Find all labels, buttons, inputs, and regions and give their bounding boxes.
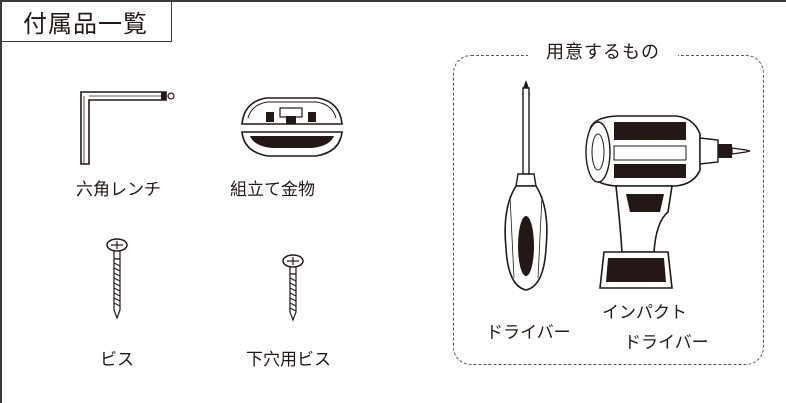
pilot-screw-illustration bbox=[282, 254, 304, 322]
screw-label: ビス bbox=[100, 350, 134, 370]
impact-driver-label-line1: インパクト bbox=[602, 303, 687, 323]
screwdriver-illustration bbox=[504, 80, 548, 291]
bracket-label: 組立て金物 bbox=[230, 180, 315, 200]
screw-illustration bbox=[106, 238, 128, 320]
screwdriver-label: ドライバー bbox=[486, 323, 571, 343]
page-title: 付属品一覧 bbox=[23, 10, 148, 38]
frame-left-border bbox=[0, 0, 2, 403]
bracket-illustration bbox=[241, 97, 343, 157]
frame-top-border bbox=[0, 0, 786, 2]
title-box: 付属品一覧 bbox=[0, 0, 172, 42]
hex-wrench-label: 六角レンチ bbox=[76, 180, 161, 200]
impact-driver-illustration bbox=[585, 115, 751, 289]
hex-wrench-illustration bbox=[80, 91, 175, 165]
prepare-heading: 用意するもの bbox=[528, 40, 678, 66]
impact-driver-label-line2: ドライバー bbox=[624, 333, 709, 353]
pilot-screw-label: 下穴用ビス bbox=[246, 350, 331, 370]
